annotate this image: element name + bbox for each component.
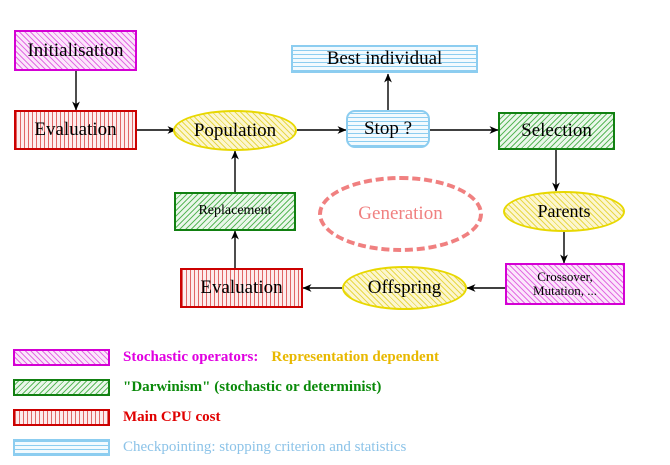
legend-row-checkpointing: Checkpointing: stopping criterion and st… <box>0 436 670 458</box>
node-stop[interactable]: Stop ? <box>346 110 430 148</box>
node-selection[interactable]: Selection <box>498 112 615 150</box>
node-offspring[interactable]: Offspring <box>342 266 467 310</box>
legend-swatch-red-vertical-lines <box>13 408 110 426</box>
legend-row-cpu-cost: Main CPU cost <box>0 406 670 428</box>
node-population[interactable]: Population <box>173 110 297 151</box>
annotation-generation: Generation <box>318 176 483 252</box>
legend-swatch-green-diagonal-hatch <box>13 378 110 396</box>
node-parents[interactable]: Parents <box>503 191 625 232</box>
legend-label-main-cpu-cost: Main CPU cost <box>123 408 221 425</box>
legend: Stochastic operators: Representation dep… <box>0 336 670 465</box>
legend-label-representation-dependent: Representation dependent <box>271 348 440 365</box>
node-variation-operators[interactable]: Crossover, Mutation, ... <box>505 263 625 305</box>
legend-row-stochastic: Stochastic operators: Representation dep… <box>0 346 670 368</box>
legend-label-stochastic-operators: Stochastic operators: <box>123 348 259 365</box>
legend-row-darwinism: "Darwinism" (stochastic or determinist) <box>0 376 670 398</box>
node-initialisation[interactable]: Initialisation <box>14 30 137 71</box>
node-replacement[interactable]: Replacement <box>174 192 296 231</box>
node-evaluation-top[interactable]: Evaluation <box>14 110 137 150</box>
node-best-individual[interactable]: Best individual <box>291 45 478 73</box>
node-evaluation-bottom[interactable]: Evaluation <box>180 268 303 308</box>
legend-swatch-magenta-diagonal-hatch <box>13 348 110 366</box>
legend-label-checkpointing: Checkpointing: stopping criterion and st… <box>123 438 407 455</box>
legend-label-darwinism: "Darwinism" (stochastic or determinist) <box>123 378 382 395</box>
legend-swatch-blue-horizontal-lines <box>13 438 110 456</box>
